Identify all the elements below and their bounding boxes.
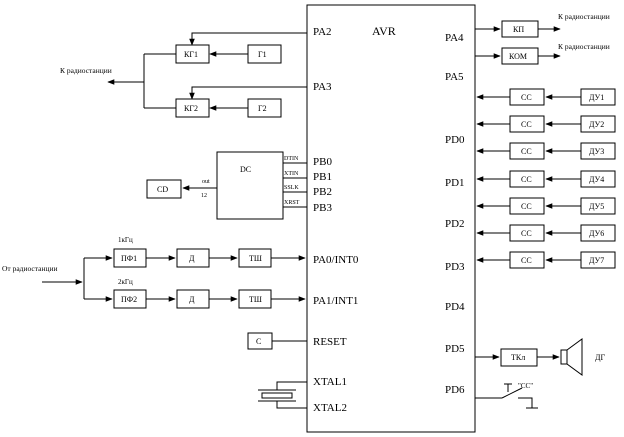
cc-du-row-4: СС ДУ4 (476, 170, 616, 188)
dc-label: DC (240, 165, 251, 174)
dc-block (216, 151, 284, 220)
pin-pa5: PA5 (445, 71, 464, 83)
du-label: ДУ5 (589, 202, 604, 211)
dc-out-label: out (202, 179, 210, 185)
pin-pb0: PB0 (313, 156, 332, 168)
tsh2-label: ТШ (249, 295, 262, 304)
cc-du-row-5: СС ДУ5 (476, 197, 616, 215)
cc-label: СС (521, 175, 532, 184)
cd-label: CD (157, 185, 168, 194)
cc-switch-label: "СС" (518, 382, 533, 390)
d1-label: Д (189, 254, 195, 263)
to-radio-label-kp: К радиостанции (558, 12, 610, 21)
dc-pin-sslk: SSLK (284, 185, 299, 191)
pin-pd6: PD6 (445, 384, 465, 396)
d2-label: Д (189, 295, 195, 304)
du-label: ДУ7 (589, 256, 604, 265)
pin-pb2: PB2 (313, 186, 332, 198)
tkl-label: ТКл (511, 353, 525, 362)
cc-label: СС (521, 120, 532, 129)
pin-pd4: PD4 (445, 301, 465, 313)
wire-switch-gnd (518, 397, 533, 408)
cc-label: СС (521, 256, 532, 265)
du-label: ДУ6 (589, 229, 604, 238)
cc-du-row-7: СС ДУ7 (476, 251, 616, 269)
wire-xtal2 (276, 401, 307, 409)
pin-pd0: PD0 (445, 134, 465, 146)
cc-du-row-6: СС ДУ6 (476, 224, 616, 242)
pf2-label: ПФ2 (121, 295, 137, 304)
mcu-name: AVR (372, 24, 396, 38)
pin-pb3: PB3 (313, 202, 332, 214)
pin-pd2: PD2 (445, 218, 465, 230)
to-radio-label-kom: К радиостанции (558, 42, 610, 51)
cc-du-row-2: СС ДУ2 (476, 115, 616, 133)
switch-push (504, 383, 512, 392)
cc-du-row-3: СС ДУ3 (476, 142, 616, 160)
kg1-label: КГ1 (184, 50, 198, 59)
cd-block (146, 179, 182, 199)
crystal-body (261, 392, 293, 399)
c-label: C (256, 337, 261, 346)
wire-xtal1 (276, 381, 307, 390)
dc-pin-xtin: XTIN (284, 171, 299, 177)
wire-pa3-kg2 (189, 86, 307, 100)
du-label: ДУ3 (589, 147, 604, 156)
cc-label: СС (521, 229, 532, 238)
cc-label: СС (521, 93, 532, 102)
kg2-label: КГ2 (184, 104, 198, 113)
cc-label: СС (521, 202, 532, 211)
pin-pd1: PD1 (445, 177, 465, 189)
switch-lever (501, 387, 523, 399)
du-label: ДУ4 (589, 175, 604, 184)
pin-pa3: PA3 (313, 81, 332, 93)
kp-label: КП (513, 25, 524, 34)
pin-reset: RESET (313, 336, 347, 348)
cc-label: СС (521, 147, 532, 156)
pin-pa1-int1: PA1/INT1 (313, 295, 358, 307)
pin-xtal1: XTAL1 (313, 376, 347, 388)
dg-label: ДГ (595, 353, 605, 362)
pf1-freq: 1кГц (118, 236, 133, 244)
du-label: ДУ2 (589, 120, 604, 129)
du-label: ДУ1 (589, 93, 604, 102)
pf2-freq: 2кГц (118, 278, 133, 286)
pf1-label: ПФ1 (121, 254, 137, 263)
pin-pa0-int0: PA0/INT0 (313, 254, 359, 266)
g1-label: Г1 (258, 50, 267, 59)
mcu-body (306, 4, 476, 433)
speaker-cone (566, 338, 583, 376)
pin-pd5: PD5 (445, 343, 465, 355)
pin-pa4: PA4 (445, 32, 464, 44)
pin-xtal2: XTAL2 (313, 402, 347, 414)
speaker-body (560, 349, 568, 365)
g2-label: Г2 (258, 104, 267, 113)
to-radio-label-left: К радиостанции (60, 66, 112, 75)
dc-pin-dtin: DTIN (284, 156, 299, 162)
wire-pa2-kg1 (189, 32, 307, 46)
cc-du-row-1: СС ДУ1 (476, 88, 616, 106)
pin-pa2: PA2 (313, 26, 332, 38)
kom-label: КОМ (509, 52, 527, 61)
from-radio-label: От радиостанции (2, 264, 58, 273)
pin-pb1: PB1 (313, 171, 332, 183)
tsh1-label: ТШ (249, 254, 262, 263)
dc-pin-xrst: XRST (284, 200, 300, 206)
pin-pd3: PD3 (445, 261, 465, 273)
dc-out2-label: 12 (201, 193, 207, 199)
